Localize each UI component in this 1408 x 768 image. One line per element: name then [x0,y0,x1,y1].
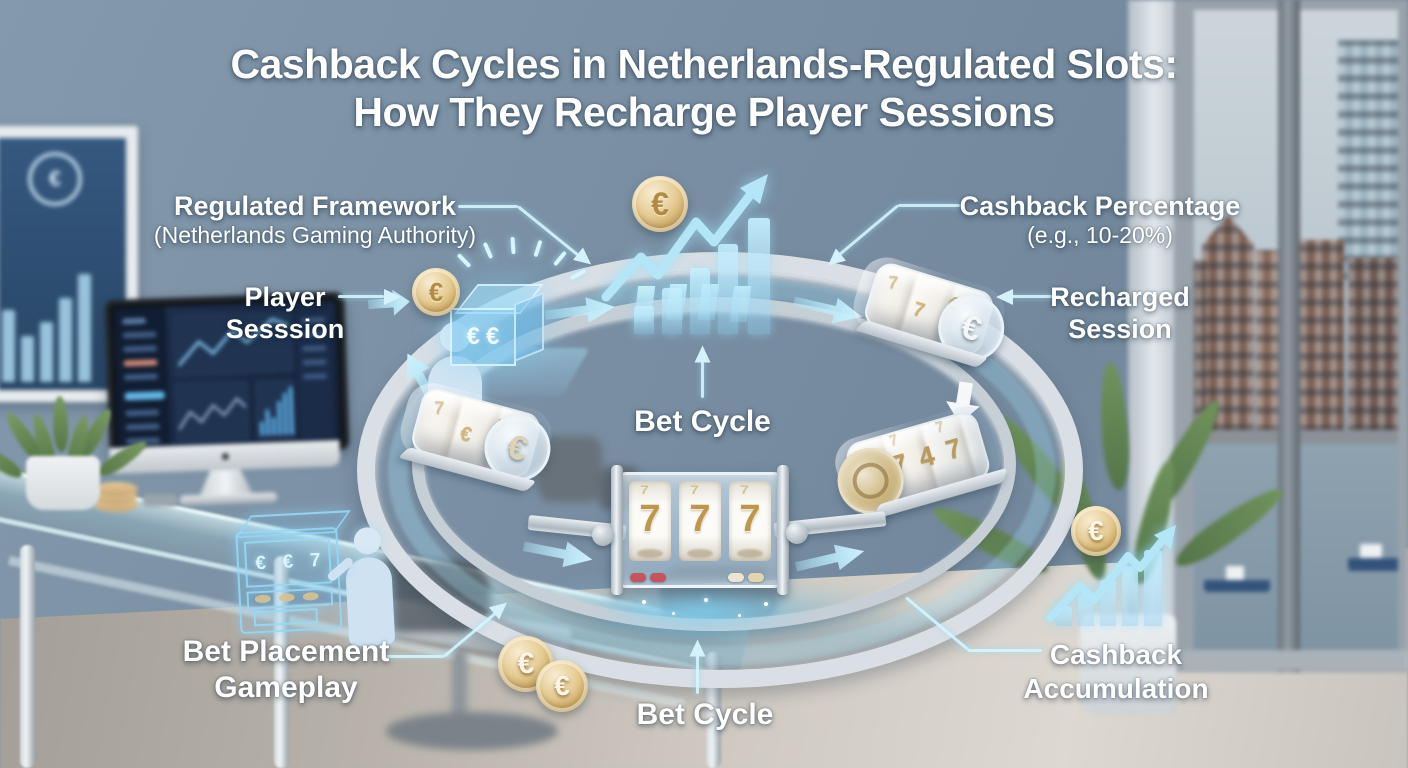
rising-bar-chart-icon [630,214,792,334]
monitor-screen [104,291,350,459]
infographic-title: Cashback Cycles in Netherlands-Regulated… [230,41,1178,136]
plant-pot [26,456,100,510]
window-sill [1174,650,1408,670]
boat [1204,580,1270,592]
euro-coin-icon: € [536,660,588,712]
euro-coin-icon: € [412,268,460,316]
window-city-view [1128,0,1408,712]
line-chart-panel [171,310,294,377]
modern-building [1338,40,1398,280]
machine-button-red [630,573,646,582]
connector-line [701,358,704,398]
poster-art: € [0,138,126,390]
connector-line [386,655,444,658]
boat [1348,558,1398,571]
connector-line [898,204,960,207]
poster-bar [2,310,15,382]
canal-house [1194,260,1206,432]
coin-stack [94,482,138,514]
label-bet-cycle-bottom: Bet Cycle [636,698,774,731]
connector-line [1008,295,1060,298]
poster-bar [40,322,53,382]
label-player-session: Player Sesssion [225,282,345,345]
poster-bar [59,298,72,382]
rising-bar-chart-icon [1056,548,1178,626]
line-chart [178,317,288,367]
machine-button-cream [748,573,764,582]
machine-button-red [650,573,666,582]
bar-chart-panel [254,378,297,440]
connector-line [338,295,384,298]
label-regulated-framework: Regulated Framework (Netherlands Gaming … [153,191,477,249]
line-chart-small-panel [174,380,251,443]
machine-button-cream [728,573,744,582]
holo-reel-display: €€7 [243,537,333,588]
small-plant [0,368,151,510]
boat-cabin [1226,566,1244,580]
monitor-base [179,492,278,506]
chair-column [452,648,467,726]
glowing-cashback-cube-icon: €€ [450,284,546,378]
tall-plant [927,332,1290,722]
window-mullion [1278,0,1300,672]
glow-ray [456,252,472,269]
label-bet-cycle-center: Bet Cycle [634,405,771,438]
canal-house [1202,215,1254,431]
chair-base [386,712,558,750]
dashboard [113,301,341,449]
euro-coin-icon: € [1071,506,1121,556]
canal-house [1256,250,1278,432]
euro-coin-icon: € [632,176,688,232]
desk-leg [20,545,35,768]
label-cashback-percentage: Cashback Percentage (e.g., 10-20%) [959,191,1241,249]
canal-house [1348,258,1398,432]
quay [1300,430,1398,444]
connector-line [458,205,518,208]
desk-leg [274,556,289,768]
euro-circle-icon: € [28,152,82,206]
line-chart-small [178,397,247,430]
poster-bar [78,274,91,382]
euro-bar-chart-poster: € [0,126,138,402]
analytics-dashboard-monitor [104,291,350,514]
canal-house [1300,240,1344,432]
connector-line [696,652,699,694]
quay [1194,430,1278,444]
label-cashback-accumulation: Cashback Accumulation [1023,639,1209,704]
label-recharged-session: Recharged Session [1050,282,1190,345]
boat-cabin [1360,544,1382,558]
window-pane-right [1300,10,1398,654]
plant-pot [1080,614,1176,714]
growth-arrow-icon [1046,525,1176,622]
triple-seven-slot-machine-icon: 7 7 7 7 7 7 [592,465,808,595]
label-bet-placement: Bet Placement Gameplay [182,635,390,704]
growth-arrow-icon [601,174,768,302]
desk-object [142,494,178,507]
connector-line [968,649,1042,652]
poster-bar [21,336,34,382]
glow-ray [553,250,567,267]
